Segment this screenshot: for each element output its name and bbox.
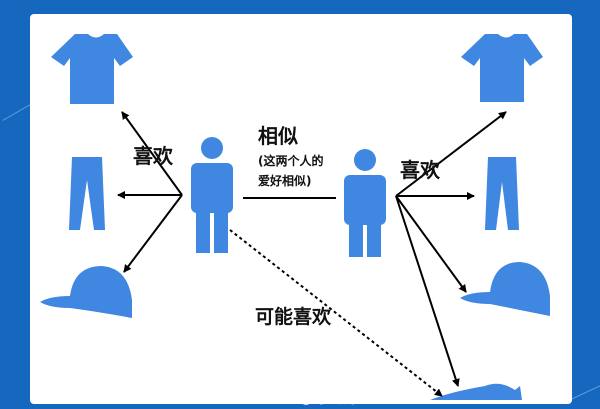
tshirt-icon xyxy=(51,34,133,104)
pants-icon xyxy=(69,157,105,230)
arrow-to-cap xyxy=(395,195,467,293)
similar-note-line2: 爱好相似) xyxy=(258,174,312,188)
shoe-icon xyxy=(430,383,522,400)
watermark: @创业者李孟 xyxy=(300,392,373,406)
left-like-label: 喜欢 xyxy=(133,144,173,168)
pants-icon xyxy=(485,157,519,230)
cap-icon xyxy=(460,262,550,316)
similar-label: 相似 xyxy=(258,124,298,148)
dotted-arrow-may-like xyxy=(229,229,443,397)
tshirt-icon xyxy=(461,34,543,102)
arrow-to-cap xyxy=(123,194,183,273)
cap-icon xyxy=(40,266,132,318)
person-icon-right xyxy=(344,149,386,257)
arrow-to-shirt xyxy=(121,111,183,196)
similar-note-line1: (这两个人的 xyxy=(258,154,324,168)
arrow-to-shirt xyxy=(395,111,507,197)
person-icon-left xyxy=(191,137,233,253)
arrow-to-shoe xyxy=(395,195,460,387)
right-like-label: 喜欢 xyxy=(400,158,440,182)
may-like-label: 可能喜欢 xyxy=(255,306,332,328)
